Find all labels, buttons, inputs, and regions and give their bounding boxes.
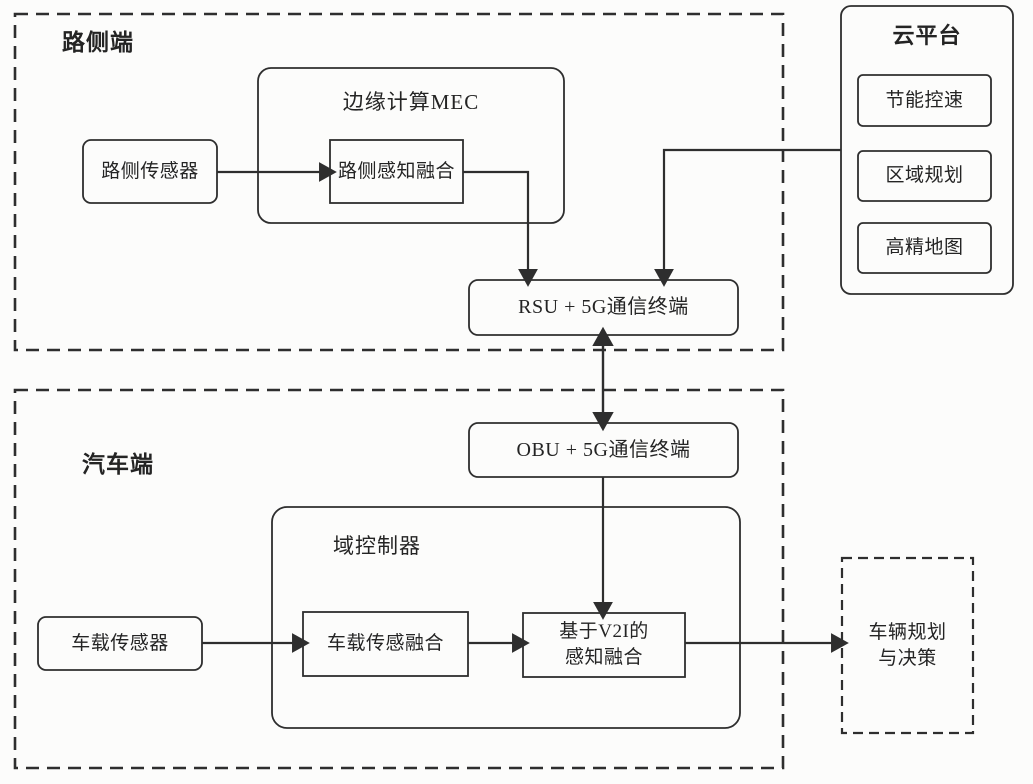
roadside-sensor-label: 路侧传感器 bbox=[101, 160, 199, 182]
mec-container-box bbox=[257, 67, 565, 224]
cloud-item-hd-map: 高精地图 bbox=[885, 237, 964, 259]
domain-controller-title: 域控制器 bbox=[333, 533, 421, 558]
cloud-item-region-planning: 区域规划 bbox=[885, 165, 964, 187]
planning-decision-line1: 车辆规划 bbox=[868, 621, 947, 643]
planning-decision-box bbox=[840, 556, 975, 735]
cloud-platform-title: 云平台 bbox=[892, 23, 962, 49]
arrow-roadside-fusion-to-rsu bbox=[463, 170, 538, 287]
cloud-item-energy-speed: 节能控速 bbox=[885, 89, 964, 111]
vehicle-sensor-label: 车载传感器 bbox=[71, 632, 169, 654]
onboard-fusion-label: 车载传感融合 bbox=[326, 633, 444, 655]
v2i-fusion-label-line2: 感知融合 bbox=[564, 647, 643, 668]
cloud-item-box-1 bbox=[857, 74, 992, 127]
domain-controller-box bbox=[271, 506, 741, 729]
mec-container-title: 边缘计算MEC bbox=[342, 89, 480, 114]
rsu-label: RSU + 5G通信终端 bbox=[518, 296, 689, 318]
planning-decision-line2: 与决策 bbox=[878, 647, 937, 669]
vehicle-group-box bbox=[13, 388, 785, 770]
roadside-fusion-label: 路侧感知融合 bbox=[337, 160, 455, 182]
roadside-section-title: 路侧端 bbox=[62, 30, 134, 56]
v2i-fusion-label-line1: 基于V2I的 bbox=[559, 621, 649, 643]
v2i-fusion-label: 基于V2I的 感知融合 bbox=[523, 613, 685, 677]
planning-decision-label: 车辆规划 与决策 bbox=[842, 558, 973, 733]
arrow-cloud-to-rsu bbox=[654, 148, 841, 287]
cloud-item-box-3 bbox=[857, 222, 992, 274]
cloud-item-box-2 bbox=[857, 150, 992, 202]
obu-label: OBU + 5G通信终端 bbox=[516, 438, 691, 461]
vehicle-section-title: 汽车端 bbox=[82, 452, 154, 478]
roadside-group-box bbox=[13, 12, 785, 352]
